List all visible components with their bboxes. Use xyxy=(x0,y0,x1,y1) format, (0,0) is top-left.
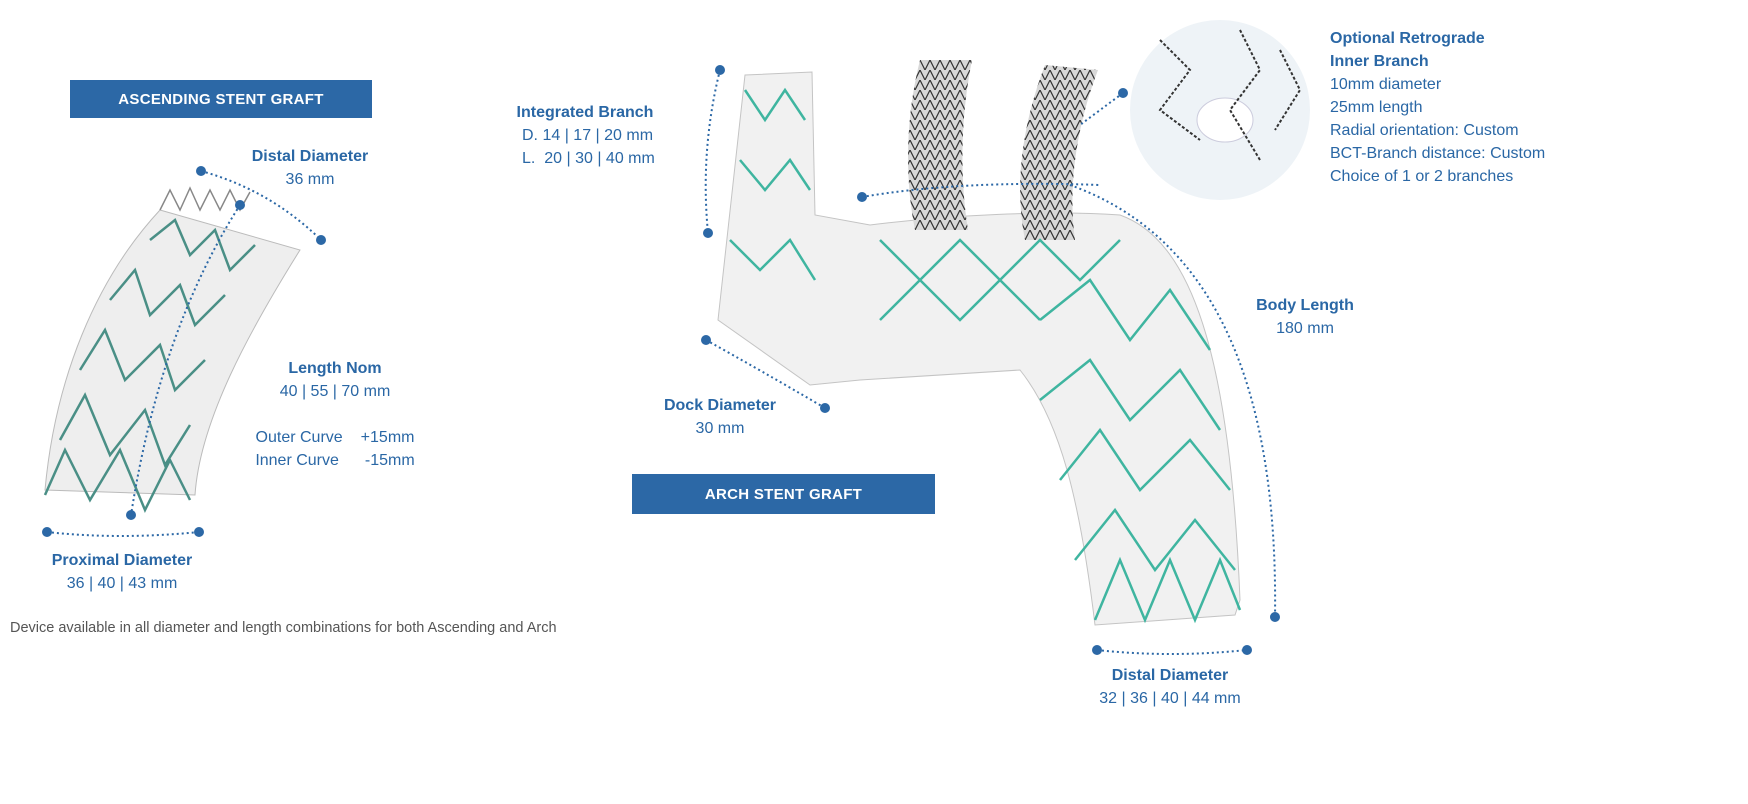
label-value: 180 mm xyxy=(1276,320,1334,337)
label-value: 40 | 55 | 70 mm xyxy=(279,383,391,400)
ascending-banner: ASCENDING STENT GRAFT xyxy=(70,80,372,118)
marker-dot xyxy=(715,65,725,75)
marker-dot xyxy=(1092,645,1102,655)
label-title: Inner Branch xyxy=(1330,53,1429,70)
label-value: 36 | 40 | 43 mm xyxy=(66,575,178,592)
spec-line: 25mm length xyxy=(1330,99,1423,116)
marker-dot xyxy=(196,166,206,176)
marker-dot xyxy=(126,510,136,520)
label-value: 30 mm xyxy=(695,420,745,437)
body-length: Body Length 180 mm xyxy=(1225,294,1385,340)
spec-line: Radial orientation: Custom xyxy=(1330,122,1519,139)
ascending-measure-lines xyxy=(46,170,322,537)
label-title: Dock Diameter xyxy=(663,397,777,414)
arch-measure-lines xyxy=(704,69,1277,655)
label-title: Distal Diameter xyxy=(1111,667,1229,684)
arch-graft-image xyxy=(717,60,1242,626)
label-title: Integrated Branch xyxy=(516,104,654,121)
marker-dot xyxy=(703,228,713,238)
marker-dot xyxy=(235,200,245,210)
ascending-curves: Outer Curve +15mm Inner Curve -15mm xyxy=(245,426,425,472)
spec-line: BCT-Branch distance: Custom xyxy=(1330,145,1546,162)
integrated-branch: Integrated Branch D. 14 | 17 | 20 mm L. … xyxy=(500,101,670,170)
label-title: Body Length xyxy=(1256,297,1354,314)
marker-dot xyxy=(1118,88,1128,98)
marker-dot xyxy=(1242,645,1252,655)
label-title: Proximal Diameter xyxy=(51,552,193,569)
label-title: Optional Retrograde xyxy=(1330,30,1485,47)
inner-curve-label: Inner Curve xyxy=(255,452,339,469)
marker-dot xyxy=(1270,612,1280,622)
marker-dot xyxy=(857,192,867,202)
footnote: Device available in all diameter and len… xyxy=(10,620,557,636)
marker-dot xyxy=(820,403,830,413)
marker-dot xyxy=(316,235,326,245)
dock-diameter: Dock Diameter 30 mm xyxy=(640,394,800,440)
inner-curve-value: -15mm xyxy=(364,452,415,469)
outer-curve-value: +15mm xyxy=(360,429,415,446)
label-value: 32 | 36 | 40 | 44 mm xyxy=(1099,690,1241,707)
ascending-proximal-diameter: Proximal Diameter 36 | 40 | 43 mm xyxy=(32,549,212,595)
spec-line: Choice of 1 or 2 branches xyxy=(1330,168,1514,185)
marker-dot xyxy=(42,527,52,537)
arch-distal-diameter: Distal Diameter 32 | 36 | 40 | 44 mm xyxy=(1070,664,1270,710)
label-diameter: D. 14 | 17 | 20 mm xyxy=(522,127,654,144)
marker-dot xyxy=(701,335,711,345)
label-title: Distal Diameter xyxy=(251,148,369,165)
label-value: 36 mm xyxy=(285,171,335,188)
ascending-distal-diameter: Distal Diameter 36 mm xyxy=(230,145,390,191)
marker-dot xyxy=(194,527,204,537)
ascending-graft-image xyxy=(43,186,301,514)
label-title: Length Nom xyxy=(288,360,382,377)
label-length: L. 20 | 30 | 40 mm xyxy=(522,150,655,167)
retrograde-branch-info: Optional Retrograde Inner Branch 10mm di… xyxy=(1330,27,1740,188)
retrograde-branch-inset xyxy=(1130,20,1310,200)
outer-curve-label: Outer Curve xyxy=(255,429,343,446)
ascending-length: Length Nom 40 | 55 | 70 mm xyxy=(245,357,425,403)
spec-line: 10mm diameter xyxy=(1330,76,1442,93)
arch-banner: ARCH STENT GRAFT xyxy=(632,474,935,514)
